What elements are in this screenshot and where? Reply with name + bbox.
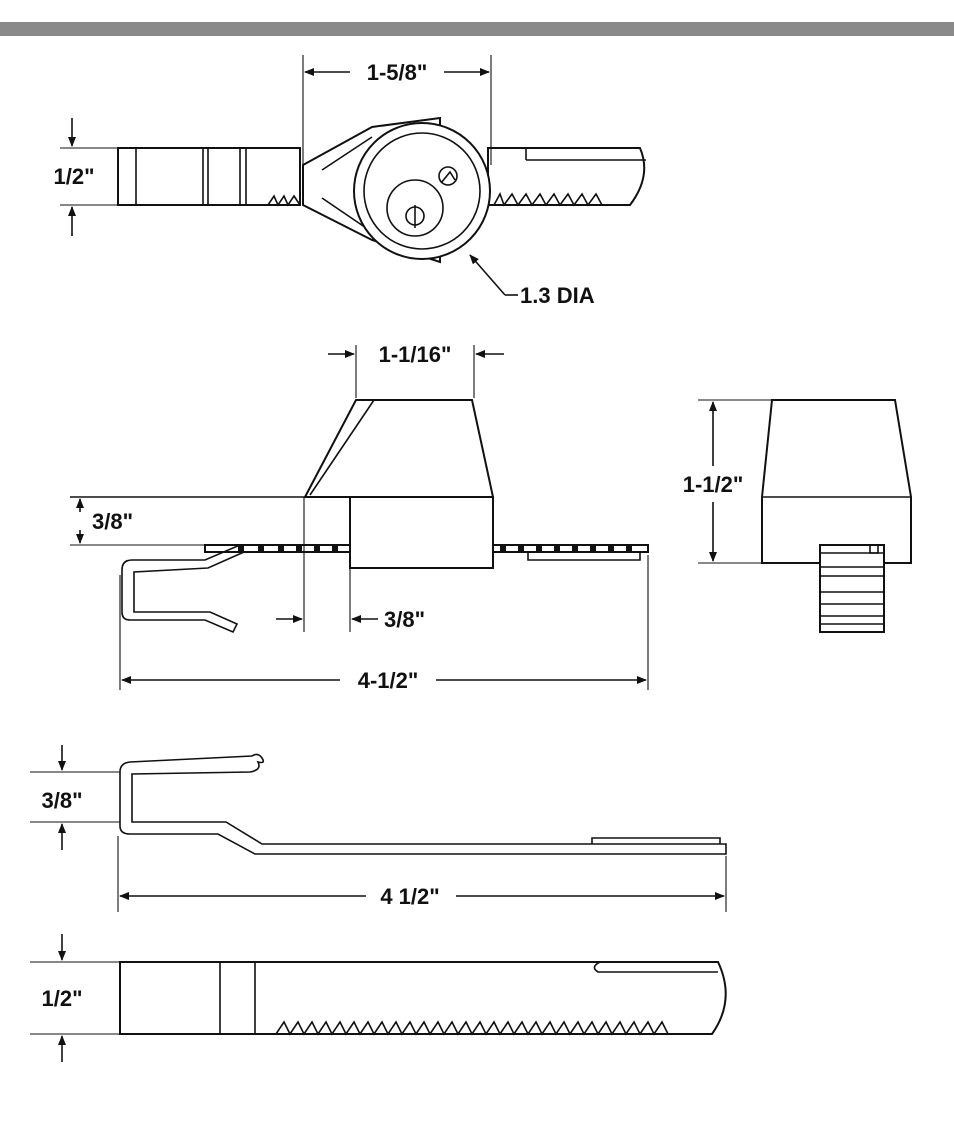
side-view-lock: 1-1/2" (683, 399, 912, 633)
dim-band-gap: 3/8" (41, 788, 82, 813)
dim-mid-thickness: 3/8" (92, 509, 133, 534)
front-view-lock: 1-1/16" 3/8" 3/8" 4-1/2" (70, 342, 649, 693)
dim-mid-top-width: 1-1/16" (379, 342, 452, 367)
dim-top-height: 1/2" (53, 164, 94, 189)
dim-side-height: 1-1/2" (683, 472, 744, 497)
dim-band-length: 4 1/2" (380, 884, 439, 909)
strap-perforations (238, 546, 632, 551)
dim-band-height: 1/2" (41, 986, 82, 1011)
header-bar (0, 22, 954, 36)
band-top-view: 1/2" (30, 934, 727, 1062)
band-side-profile: 3/8" 4 1/2" (30, 745, 727, 912)
dim-mid-offset: 3/8" (384, 607, 425, 632)
dim-top-width: 1-5/8" (367, 60, 428, 85)
dim-mid-length: 4-1/2" (358, 668, 419, 693)
top-view-lock: 1-5/8" 1/2" 1.3 DIA (53, 55, 646, 308)
dim-diameter: 1.3 DIA (520, 283, 595, 308)
